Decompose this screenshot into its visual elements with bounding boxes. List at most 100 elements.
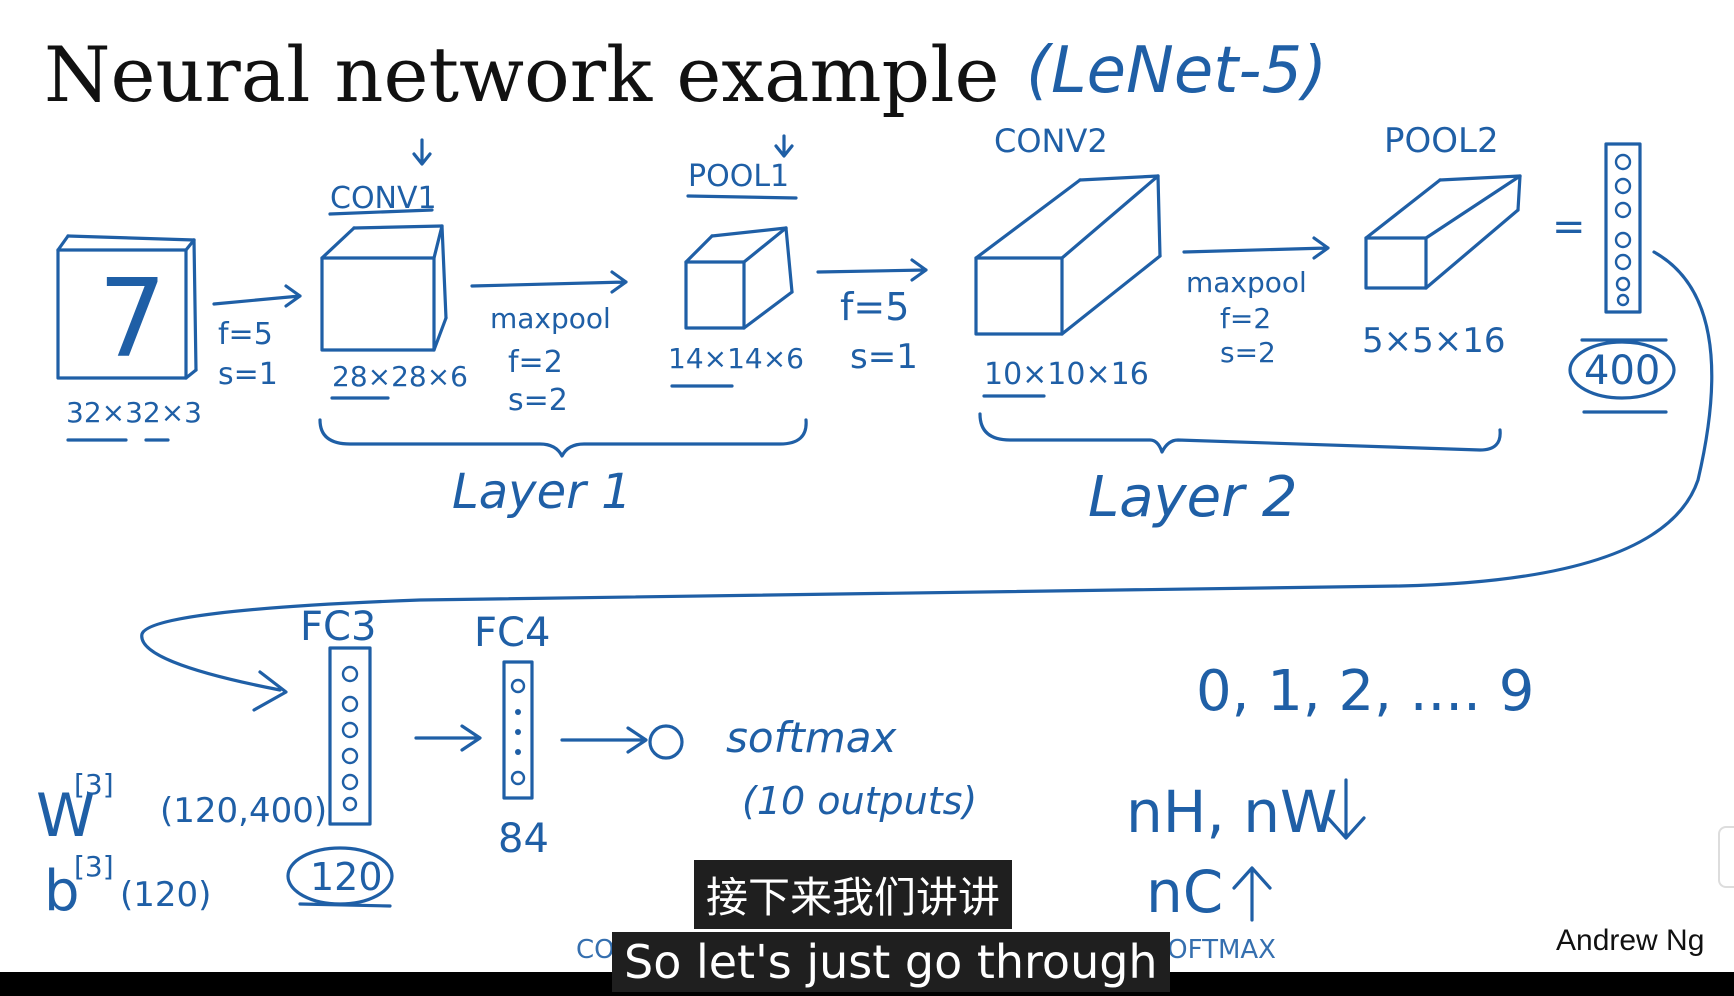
pool2-volume-part — [1438, 174, 1522, 182]
input-volume-part — [56, 234, 70, 252]
conv2-volume-part — [1060, 254, 1162, 336]
pool1-s: s=2 — [508, 383, 568, 418]
pool1-volume-part — [684, 260, 746, 330]
connector-curve — [140, 250, 1714, 712]
subtitle-chinese: 接下来我们讲讲 — [694, 860, 1013, 929]
conv2-f: f=5 — [840, 285, 909, 329]
conv1-down-arrow-icon — [412, 138, 432, 166]
conv2-volume — [974, 174, 1162, 336]
fc4-units-part — [510, 770, 526, 786]
pool1-method: maxpool — [490, 302, 611, 335]
handwritten-diagram: (LeNet-5) 7 32×32×3 f=5 s=1 CONV1 — [36, 34, 1714, 965]
fc3-units-part — [341, 773, 359, 791]
pool1-volume-part — [784, 226, 794, 294]
layer2-brace — [978, 412, 1502, 454]
b3-superscript: [3] — [74, 850, 114, 883]
flatten-units-part — [1614, 253, 1632, 271]
pool2-volume-part — [1424, 174, 1522, 240]
slide-title: Neural network example — [44, 30, 1000, 119]
conv1-volume-part — [352, 224, 444, 230]
fc3-units-part — [341, 721, 359, 739]
subtitle-english: So let's just go through — [612, 932, 1170, 992]
conv2-volume-part — [974, 256, 1064, 336]
outputs-label: (10 outputs) — [742, 779, 977, 823]
nc-label: nC — [1146, 858, 1223, 926]
input-dims: 32×32×3 — [66, 396, 202, 429]
input-volume — [56, 234, 198, 380]
fc3-label: FC3 — [300, 604, 376, 650]
conv2-label: CONV2 — [994, 122, 1108, 160]
pool2-volume-part — [1424, 208, 1520, 290]
flatten-units-part — [1615, 276, 1631, 292]
slide: Neural network example (LeNet-5) 7 32×32… — [36, 30, 1734, 965]
pool1-volume-part — [710, 226, 788, 238]
input-digit: 7 — [98, 257, 167, 382]
conv1-label-underline — [328, 208, 434, 216]
pool2-volume-part — [1364, 236, 1428, 290]
fc4-count: 84 — [498, 816, 549, 862]
pool2-volume-part — [1516, 174, 1522, 212]
arrow-conv2-pool2 — [1182, 236, 1330, 260]
layer1-brace — [318, 418, 808, 458]
flatten-column — [1604, 142, 1642, 314]
flatten-units-part — [1614, 177, 1632, 195]
pool1-down-arrow-icon — [774, 134, 794, 158]
fc3-count: 120 — [310, 855, 383, 899]
pool2-volume-part — [1364, 178, 1442, 240]
fc4-units — [510, 678, 526, 786]
pool1-label-underline — [686, 194, 798, 200]
nh-nw-down-arrow-icon — [1326, 778, 1366, 840]
flatten-units-part — [1614, 231, 1632, 249]
fc3-column — [328, 646, 372, 826]
conv1-volume — [320, 224, 448, 352]
pool2-method: maxpool — [1186, 266, 1307, 299]
fc3-count-underline — [298, 902, 392, 908]
arrow-conv1-pool1 — [470, 270, 628, 294]
nc-up-arrow-icon — [1232, 866, 1272, 922]
fc4-units-part — [515, 709, 521, 715]
pool1-volume — [684, 226, 794, 330]
fc3-units-part — [341, 747, 359, 765]
conv2-s: s=1 — [850, 337, 918, 377]
flatten-equals: = — [1552, 204, 1586, 250]
pool1-volume-part — [684, 234, 714, 264]
conv1-f: f=5 — [218, 317, 273, 352]
fc3-units-part — [342, 796, 358, 812]
pool2-label: POOL2 — [1384, 121, 1499, 161]
pool2-volume — [1364, 174, 1522, 290]
conv1-volume-part — [440, 224, 448, 320]
flatten-units-part — [1614, 201, 1632, 219]
arrow-pool1-conv2 — [816, 258, 928, 282]
flatten-units-part — [1616, 293, 1630, 307]
pool2-s: s=2 — [1220, 336, 1276, 369]
arrow-fc4-output — [560, 726, 648, 754]
fc3-units-part — [341, 665, 359, 683]
fc4-label: FC4 — [474, 610, 550, 656]
fc3-units — [341, 665, 359, 812]
fc4-units-part — [515, 749, 521, 755]
author-credit: Andrew Ng — [1556, 924, 1705, 957]
w3-symbol: W — [36, 781, 95, 851]
arrow-input-conv1 — [212, 284, 302, 308]
output-node — [648, 724, 684, 760]
scroll-tab[interactable] — [1718, 826, 1734, 888]
pool2-f: f=2 — [1220, 302, 1271, 335]
lenet-label: (LeNet-5) — [1026, 34, 1327, 108]
conv1-volume-part — [320, 226, 356, 260]
pool1-volume-part — [742, 290, 794, 330]
layer1-label: Layer 1 — [452, 464, 632, 520]
w3-superscript: [3] — [74, 768, 114, 801]
conv1-s: s=1 — [218, 357, 278, 392]
conv1-dims: 28×28×6 — [332, 360, 468, 393]
flatten-count-circle — [1568, 340, 1676, 400]
conv1-volume-part — [432, 316, 448, 352]
input-volume-part — [184, 368, 198, 380]
pool1-dims: 14×14×6 — [668, 342, 804, 375]
conv2-volume-part — [974, 178, 1082, 260]
w3-shape: (120,400) — [160, 791, 327, 831]
conv2-volume-part — [1156, 174, 1162, 258]
pool1-volume-part — [742, 226, 788, 264]
input-volume-part — [56, 248, 188, 380]
flatten-count: 400 — [1584, 348, 1660, 394]
fc3-units-part — [341, 695, 359, 713]
